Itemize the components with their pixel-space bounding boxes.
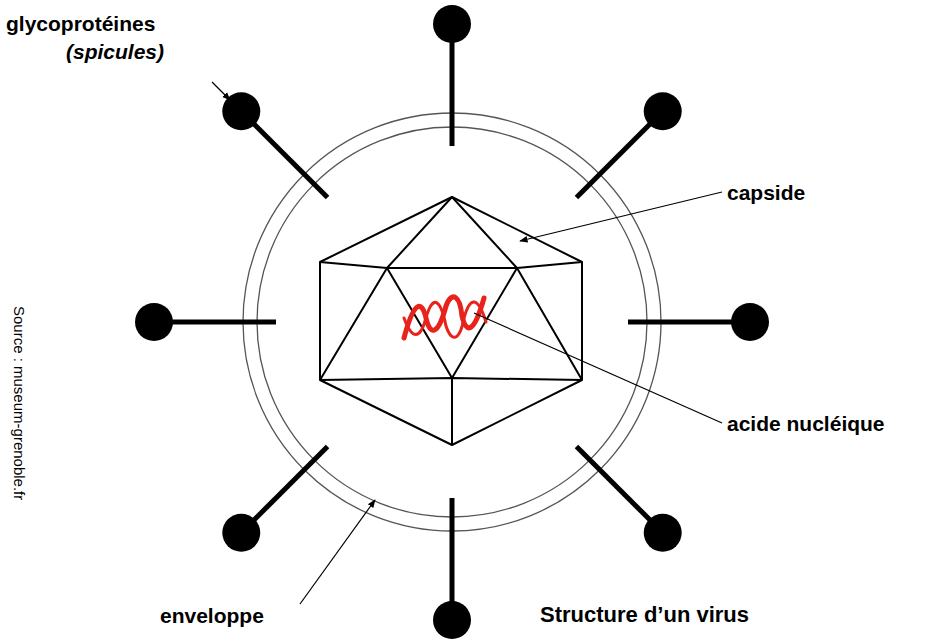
spike-head	[644, 92, 682, 130]
spike-stalk	[628, 320, 737, 325]
part-label: acide nucléique	[727, 412, 885, 435]
spike-head	[644, 514, 682, 552]
nucleic-acid-helix	[404, 297, 486, 338]
spike-head	[433, 601, 471, 639]
envelope-outer	[243, 113, 661, 531]
spike-stalk	[250, 120, 327, 197]
part-label: enveloppe	[160, 604, 264, 627]
capsid	[320, 197, 582, 445]
part-label: (spicules)	[66, 40, 164, 63]
spike-head	[135, 303, 173, 341]
spike-stalk	[450, 37, 455, 146]
part-label: capside	[727, 181, 805, 204]
part-label: glycoprotéines	[6, 12, 155, 35]
spike-stalk	[576, 446, 653, 523]
spike-stalk	[576, 120, 653, 197]
diagram-title: Structure d’un virus	[540, 603, 749, 627]
source-note: Source : museum-grenoble.fr	[11, 306, 28, 500]
spike-stalk	[167, 320, 276, 325]
spike-head	[222, 514, 260, 552]
spike-head	[731, 303, 769, 341]
spike-stalk	[250, 446, 327, 523]
spike-stalk	[450, 498, 455, 607]
leader-lines	[212, 82, 722, 604]
glycoprotein-spikes	[135, 5, 769, 639]
spike-head	[433, 5, 471, 43]
